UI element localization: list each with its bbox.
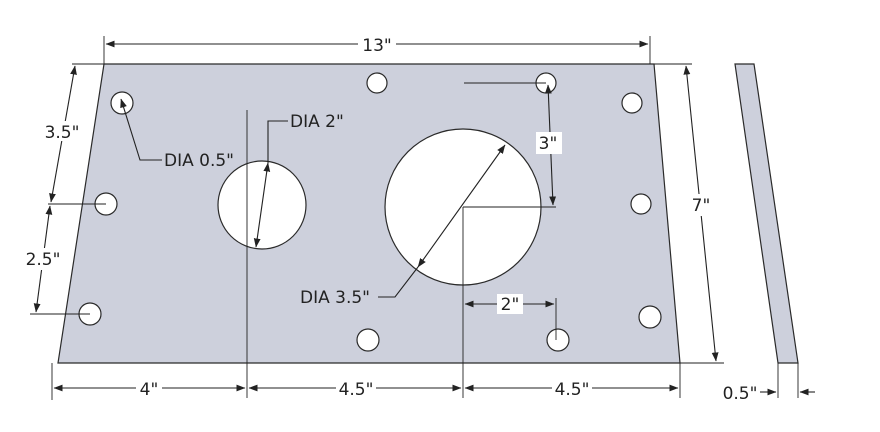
- dimension-bottom-right-label: 4.5": [555, 380, 590, 400]
- dimension-hole-offset-2-label: 2": [501, 295, 520, 315]
- bolt-hole: [366, 72, 388, 94]
- dimension-bottom: 4" 4.5" 4.5": [51, 110, 681, 400]
- dimension-height-label: 7": [692, 196, 711, 216]
- dimension-hole-offset-2: 2": [464, 294, 557, 340]
- bolt-hole: [356, 328, 380, 352]
- dimension-top-hole-offset: 3": [463, 82, 562, 208]
- plate-front-view: [57, 63, 681, 364]
- dimension-thickness: 0.5": [723, 363, 815, 404]
- dimension-top-hole-offset-label: 3": [539, 134, 558, 154]
- dimension-width: 13": [103, 34, 651, 64]
- dimension-left-spacing: 2.5": [22, 205, 90, 315]
- plate-side-view: [734, 63, 799, 364]
- dimension-width-label: 13": [362, 36, 391, 56]
- callout-small-cutout-label: DIA 2": [290, 112, 344, 132]
- bolt-hole: [546, 328, 570, 352]
- callout-small-cutout: DIA 2": [253, 112, 344, 248]
- callout-bolt-hole-label: DIA 0.5": [164, 151, 234, 171]
- callout-large-cutout: DIA 3.5": [300, 144, 506, 308]
- dimension-thickness-label: 0.5": [723, 384, 758, 404]
- bolt-hole: [621, 92, 643, 114]
- bolt-hole: [638, 305, 662, 329]
- dimension-left-spacing-label: 2.5": [26, 250, 61, 270]
- callout-large-cutout-label: DIA 3.5": [300, 288, 370, 308]
- dimension-bottom-left-label: 4": [140, 380, 159, 400]
- bolt-hole: [630, 193, 652, 215]
- dimension-left-top: 3.5": [42, 63, 106, 205]
- callout-bolt-hole: DIA 0.5": [120, 98, 234, 171]
- dimension-bottom-middle-label: 4.5": [339, 380, 374, 400]
- dimension-height: 7": [654, 63, 724, 364]
- dimension-left-top-label: 3.5": [45, 123, 80, 143]
